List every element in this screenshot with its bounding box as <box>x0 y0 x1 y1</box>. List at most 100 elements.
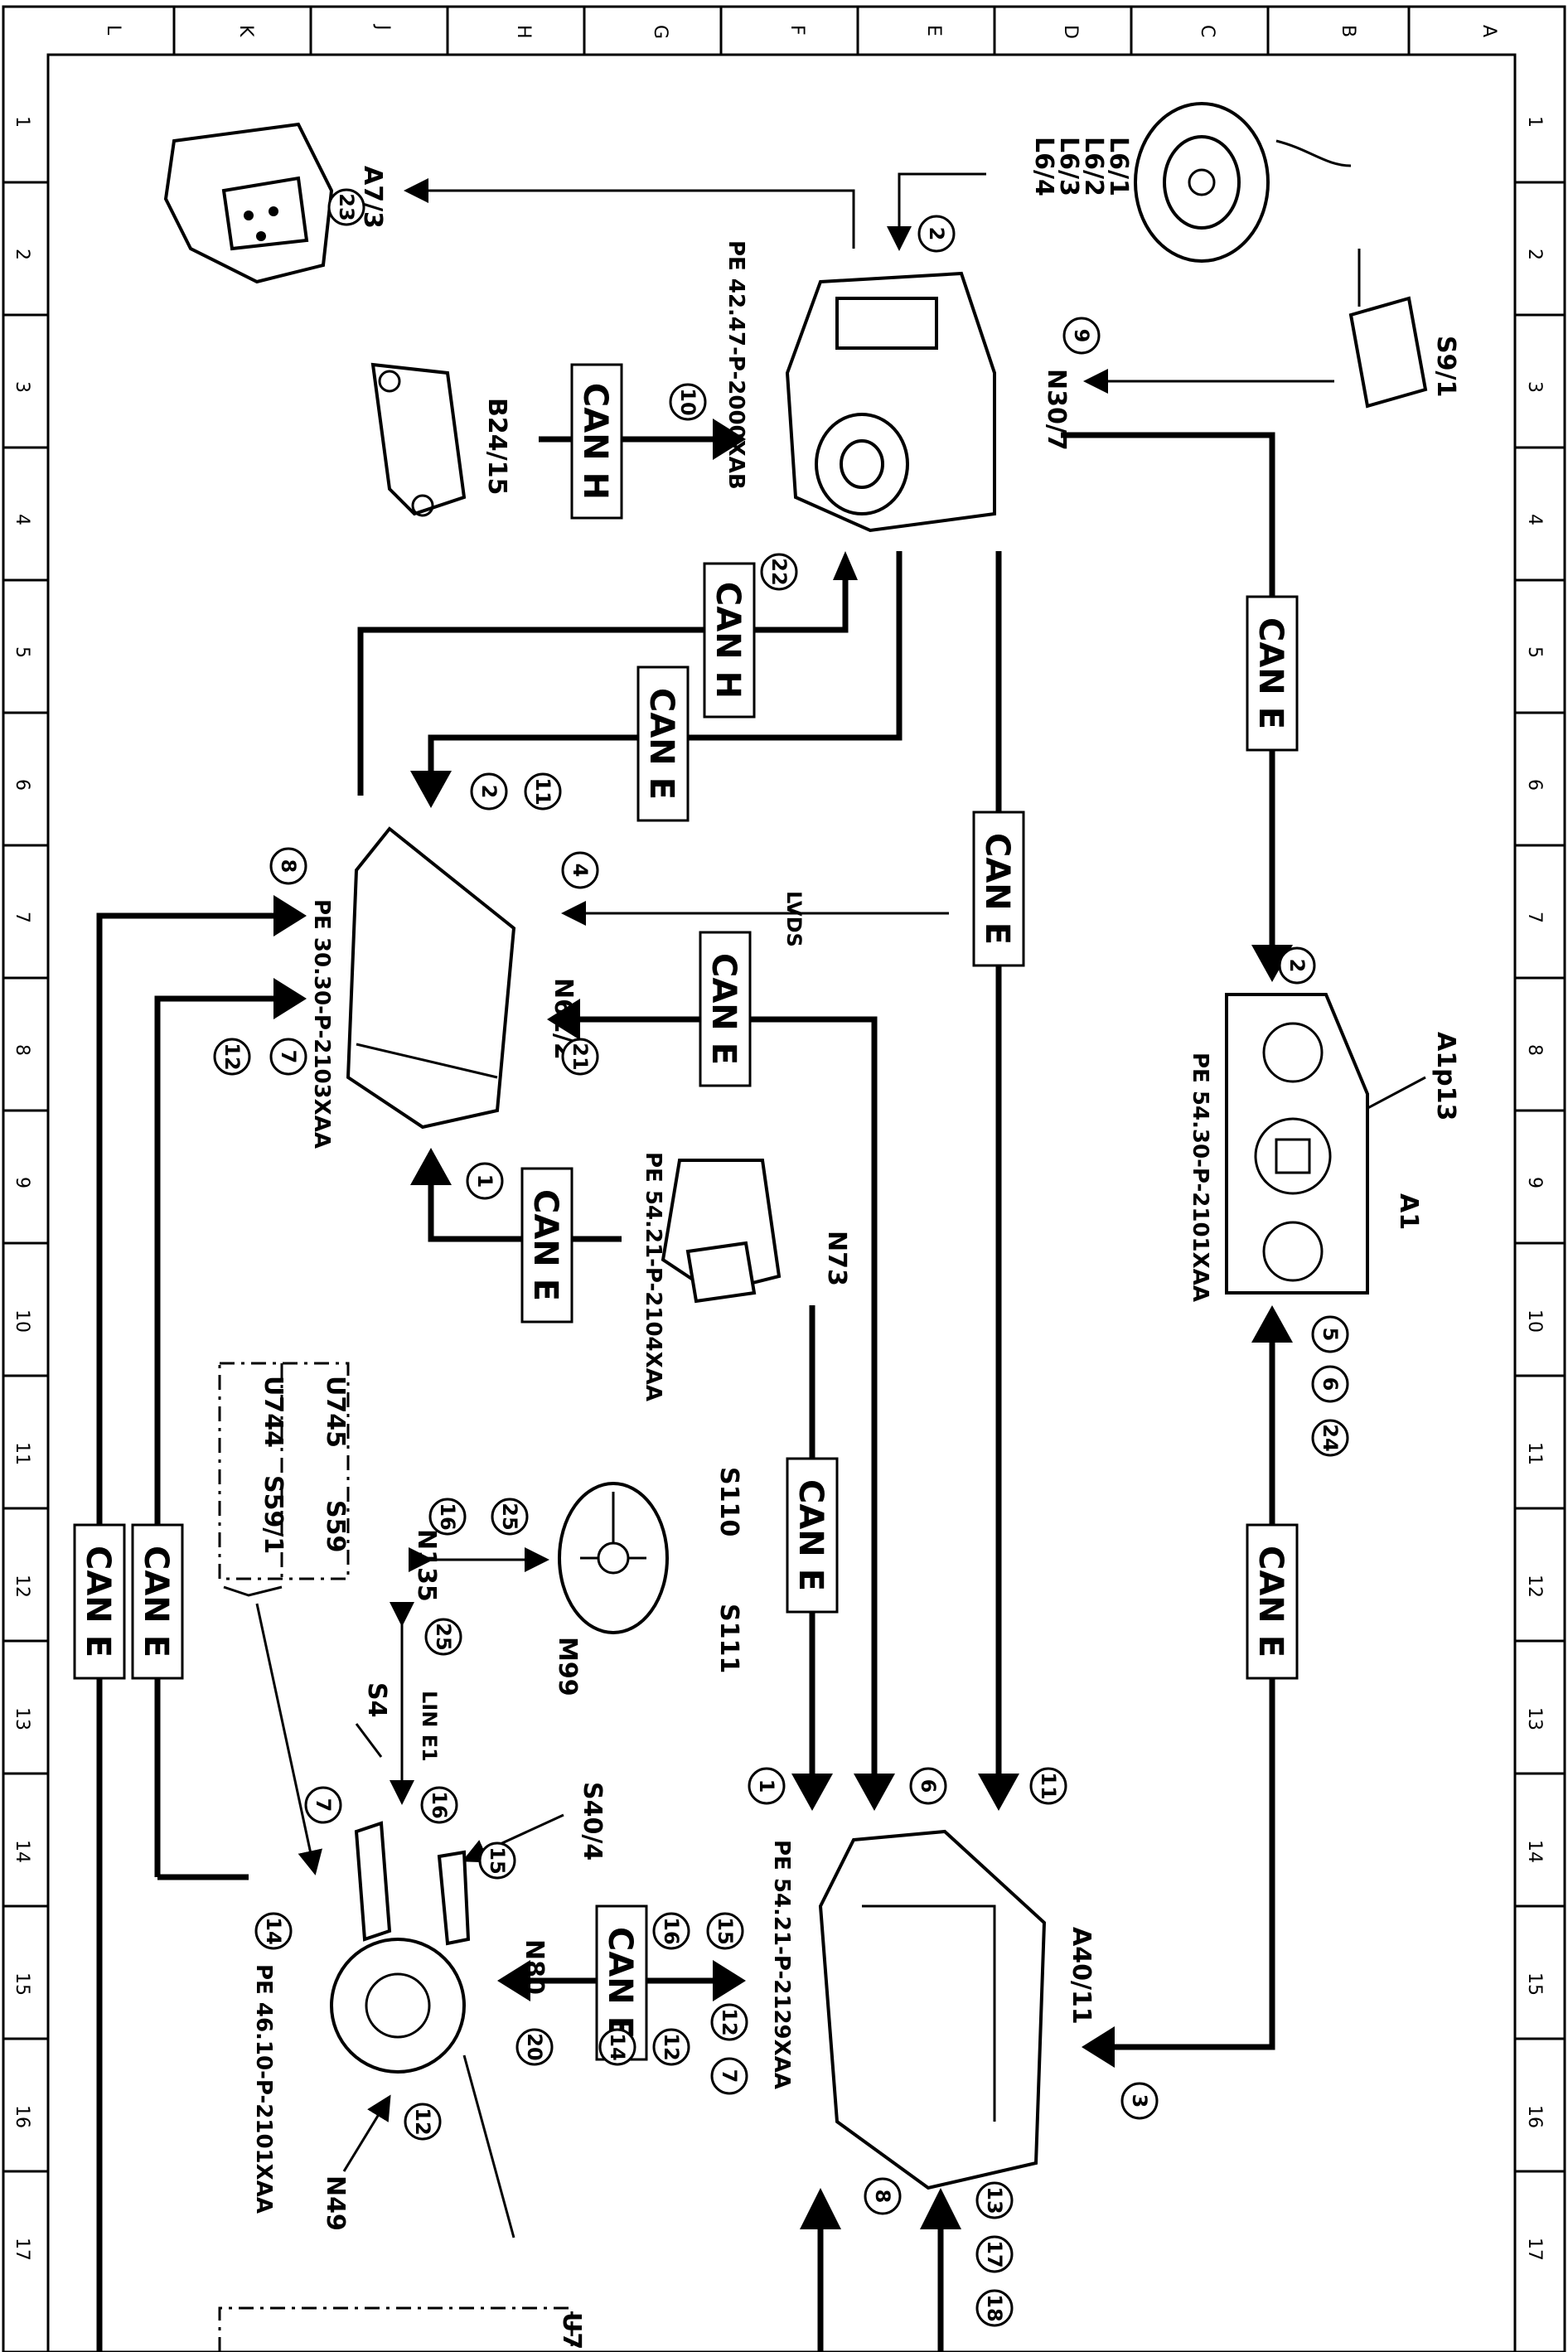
circled-ref-3: 3 <box>1120 2082 1159 2120</box>
label-l6-2: L6/2 <box>1079 137 1108 196</box>
label-lvds: LVDS <box>782 891 806 947</box>
circled-ref-text: 11 <box>1037 1772 1060 1799</box>
row-label-f: F <box>786 25 807 36</box>
row-label-b: B <box>1338 25 1358 37</box>
component-a1-drawing <box>1225 993 1369 1295</box>
partial-bottom-box: U7 <box>218 2306 586 2352</box>
circled-ref-text: 1 <box>473 1174 496 1188</box>
circled-ref-24: 24 <box>1311 1419 1349 1457</box>
col-number-left-16: 16 <box>12 2105 32 2128</box>
circled-ref-text: 14 <box>262 1917 285 1944</box>
circled-ref-text: 8 <box>277 859 300 874</box>
component-n62-2-drawing <box>346 826 516 1130</box>
circled-ref-text: 24 <box>1319 1424 1342 1451</box>
circled-ref-text: 9 <box>1070 329 1093 343</box>
label-b24-15: B24/15 <box>482 398 511 495</box>
bus-label-text: CAN E <box>526 1189 564 1301</box>
col-number-left-4: 4 <box>12 514 32 525</box>
col-number-right-14: 14 <box>1524 1840 1545 1863</box>
circled-ref-12: 12 <box>213 1038 251 1076</box>
circled-ref-25: 25 <box>491 1498 529 1536</box>
label-n49: N49 <box>321 2175 350 2231</box>
circled-ref-22: 22 <box>760 553 798 591</box>
circled-ref-text: 3 <box>1128 2094 1151 2108</box>
circled-ref-text: 1 <box>755 1779 778 1793</box>
circled-ref-18: 18 <box>975 2289 1014 2327</box>
circled-ref-text: 5 <box>1319 1328 1342 1342</box>
bus-label-can-e-left-outer: CAN E <box>73 1523 126 1680</box>
circled-ref-8: 8 <box>864 2177 902 2215</box>
circled-ref-text: 25 <box>432 1623 455 1650</box>
component-s9-1-drawing <box>1348 249 1428 409</box>
circled-ref-text: 12 <box>660 2033 683 2060</box>
label-s59-1: S59/1 <box>259 1475 288 1554</box>
circled-ref-text: 21 <box>569 1043 592 1070</box>
bus-label-text: CAN H <box>709 582 747 699</box>
bus-label-text: CAN E <box>978 833 1016 945</box>
bus-label-text: CAN E <box>791 1479 830 1591</box>
label-n135: N135 <box>412 1529 441 1602</box>
col-number-right-2: 2 <box>1524 249 1545 260</box>
circled-ref-5: 5 <box>1311 1315 1349 1353</box>
label-l6-3: L6/3 <box>1054 137 1083 196</box>
bus-label-text: CAN E <box>704 953 743 1065</box>
ref-n62-2: PE 30.30-P-2103XAA <box>309 899 334 1149</box>
label-a7-3: A7/3 <box>358 166 387 229</box>
circled-ref-text: 11 <box>531 777 554 805</box>
label-s40-4: S40/4 <box>578 1782 607 1861</box>
row-label-l: L <box>103 25 123 36</box>
label-u744: U744 <box>259 1376 288 1448</box>
col-number-right-4: 4 <box>1524 514 1545 525</box>
label-s4: S4 <box>362 1682 391 1717</box>
circled-ref-7: 7 <box>269 1038 307 1076</box>
circled-ref-text: 16 <box>436 1503 459 1530</box>
circled-ref-14: 14 <box>598 2028 636 2066</box>
circled-ref-14: 14 <box>254 1912 293 1950</box>
bus-label-can-e-n62-upper: CAN E <box>636 665 690 822</box>
col-number-left-12: 12 <box>12 1575 32 1598</box>
row-label-h: H <box>513 25 534 39</box>
row-label-a: A <box>1478 25 1499 37</box>
label-s9-1: S9/1 <box>1431 336 1460 397</box>
bus-label-text: CAN H <box>576 383 614 500</box>
bus-label-text: CAN E <box>601 1927 639 2039</box>
col-number-left-5: 5 <box>12 646 32 658</box>
circled-ref-11: 11 <box>524 772 562 811</box>
circled-ref-text: 12 <box>411 2108 434 2135</box>
circled-ref-text: 2 <box>1285 959 1309 973</box>
circled-ref-text: 8 <box>871 2190 894 2204</box>
bus-label-can-e-long-vertical: CAN E <box>972 811 1025 967</box>
row-label-k: K <box>235 25 256 37</box>
circled-ref-12: 12 <box>652 2028 690 2066</box>
circled-ref-text: 12 <box>718 2008 741 2035</box>
col-number-right-15: 15 <box>1524 1972 1545 1996</box>
component-u745-u744-box <box>218 1362 350 1597</box>
circled-ref-8: 8 <box>269 847 307 885</box>
circled-ref-15: 15 <box>478 1841 516 1880</box>
circled-ref-text: 2 <box>925 227 948 241</box>
circled-ref-21: 21 <box>561 1038 599 1076</box>
col-number-left-10: 10 <box>12 1309 32 1333</box>
bus-label-can-e-n62-a40: CAN E <box>699 931 752 1087</box>
label-a1p13: A1p13 <box>1431 1032 1460 1120</box>
circled-ref-15: 15 <box>706 1912 744 1950</box>
row-label-c: C <box>1197 25 1217 37</box>
bus-label-can-e-a40-a1: CAN E <box>1246 1523 1299 1680</box>
circled-ref-9: 9 <box>1062 317 1101 355</box>
component-a40-11-drawing <box>818 1829 1047 2190</box>
circled-ref-text: 7 <box>277 1050 300 1064</box>
bus-label-can-h-n62-upper: CAN H <box>703 562 756 719</box>
col-number-right-11: 11 <box>1524 1442 1545 1465</box>
circled-ref-12: 12 <box>710 2003 748 2041</box>
col-number-right-17: 17 <box>1524 2238 1545 2261</box>
circled-ref-16: 16 <box>420 1786 458 1824</box>
col-number-right-16: 16 <box>1524 2105 1545 2128</box>
circled-ref-25: 25 <box>424 1618 462 1656</box>
circled-ref-text: 22 <box>767 558 791 585</box>
circled-ref-20: 20 <box>515 2028 554 2066</box>
ref-n30-7: PE 42.47-P-2000XAB <box>724 240 748 490</box>
circled-ref-7: 7 <box>710 2057 748 2095</box>
